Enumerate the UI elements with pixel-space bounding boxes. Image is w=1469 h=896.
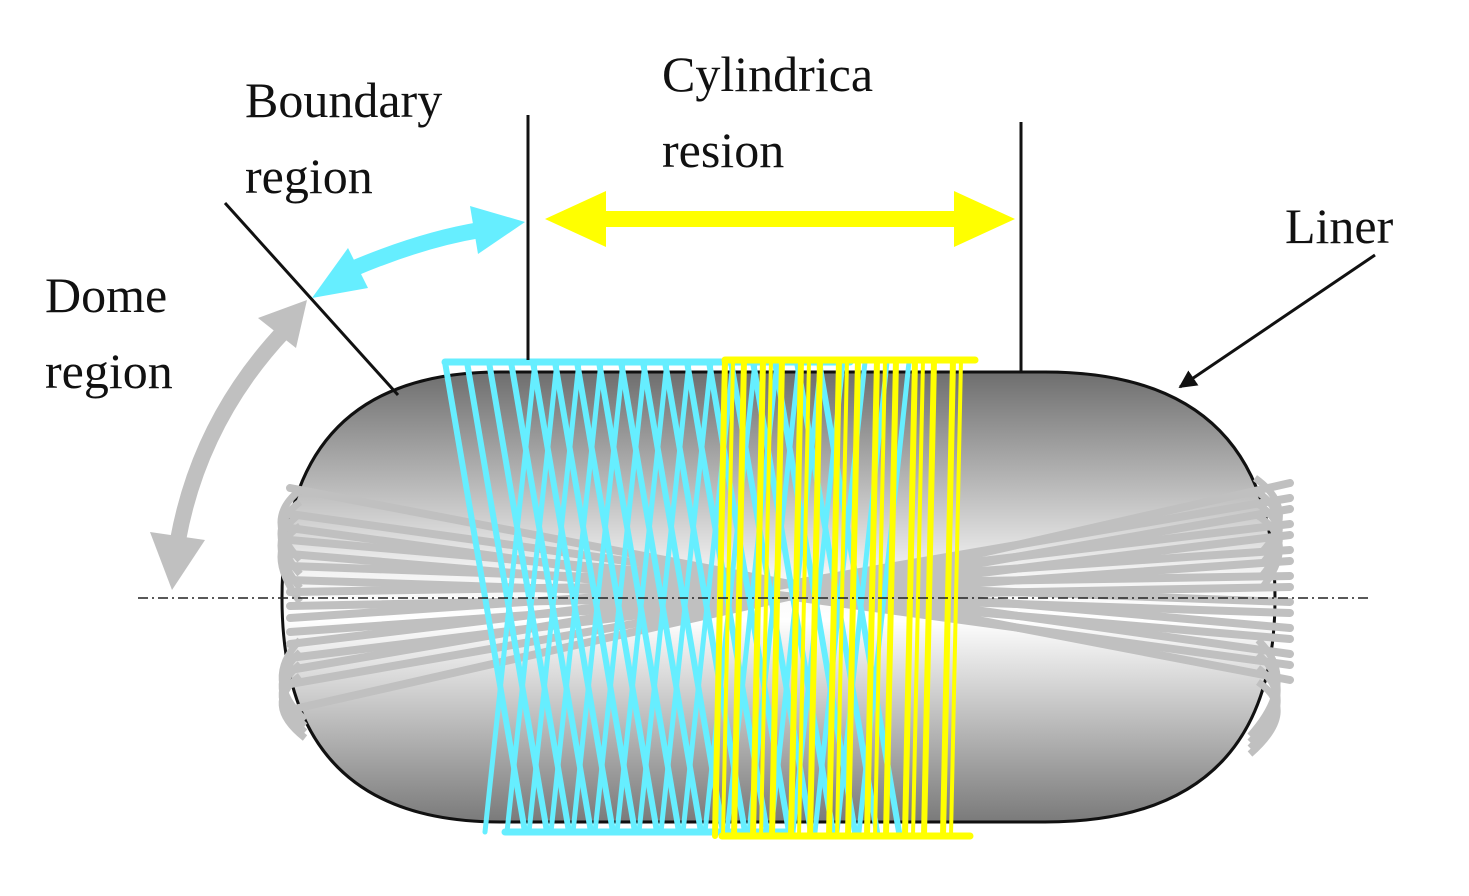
winding-strand <box>486 359 572 835</box>
dome-label-line1: Dome <box>45 267 168 323</box>
winding-strand <box>1253 510 1283 591</box>
winding-strand <box>618 359 704 835</box>
winding-strand <box>508 359 594 835</box>
liner-label-text: Liner <box>1285 198 1394 254</box>
winding-strand <box>769 357 785 839</box>
boundary-region-arrow <box>312 206 525 298</box>
winding-strand <box>902 357 918 839</box>
winding-strand <box>464 359 550 835</box>
winding-strand <box>949 358 963 838</box>
cylindrical-region-label: Cylindrica resion <box>662 36 873 188</box>
dome-region-label: Dome region <box>45 257 173 409</box>
winding-strand <box>530 359 616 835</box>
winding-strand <box>883 357 899 839</box>
winding-strand <box>750 359 836 835</box>
cylindrical-label-line2: resion <box>662 122 785 178</box>
winding-strand <box>807 357 823 839</box>
boundary-label-line1: Boundary <box>245 72 443 128</box>
winding-strand <box>278 673 308 741</box>
boundary-leader-line <box>223 201 400 397</box>
boundary-region-label: Boundary region <box>245 62 442 214</box>
winding-strand <box>574 359 660 835</box>
winding-strand <box>596 359 682 835</box>
boundary-winding <box>441 358 912 836</box>
winding-strand <box>788 357 804 839</box>
liner-label: Liner <box>1285 188 1393 264</box>
cylindrical-label-line1: Cylindrica <box>662 46 874 102</box>
winding-strand <box>552 359 638 835</box>
boundary-label-line2: region <box>245 148 373 204</box>
winding-strand <box>662 359 748 835</box>
winding-strand <box>277 523 303 605</box>
winding-strand <box>921 357 937 839</box>
winding-strand <box>1247 679 1281 757</box>
winding-strand <box>640 359 726 835</box>
winding-strand <box>442 359 528 835</box>
liner-leader-arrow <box>1178 253 1376 389</box>
dome-region-arrow <box>150 300 307 590</box>
cylindrical-region-arrow <box>545 191 1015 247</box>
dome-label-line2: region <box>45 343 173 399</box>
